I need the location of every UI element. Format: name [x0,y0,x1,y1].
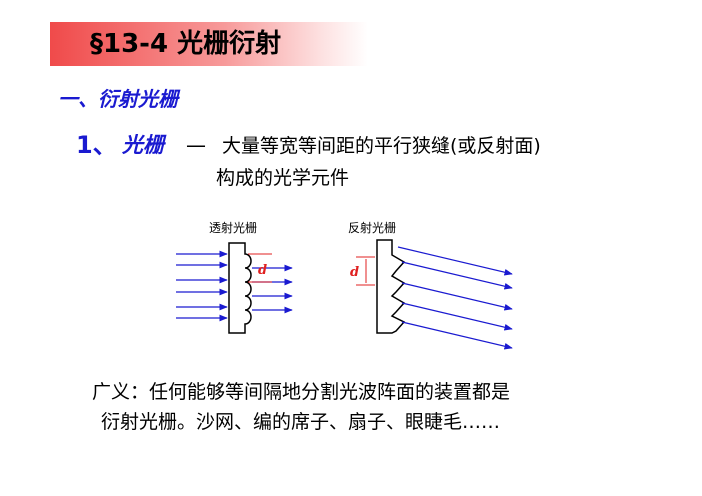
section-heading: 一、衍射光栅 [58,87,178,111]
summary-text-line2: 衍射光栅。沙网、编的席子、扇子、眼睫毛…… [101,411,501,433]
reflection-spacing-marker [356,256,375,286]
definition-text-line2: 构成的光学元件 [216,167,350,189]
definition-dash: — [186,133,206,157]
transmission-spacing-marker [248,253,272,283]
transmission-grating-label: 透射光栅 [209,220,257,235]
definition-text-line1: 大量等宽等间距的平行狭缝(或反射面) [222,135,541,157]
reflection-grating-plate [376,239,406,334]
transmission-spacing-symbol: d [258,263,267,278]
reflection-grating-label: 反射光栅 [348,220,396,235]
definition-term: 光栅 [122,133,164,157]
title-bar [50,22,368,66]
reflection-diffracted-arrows [397,246,513,350]
summary-text-line1: 广义：任何能够等间隔地分割光波阵面的装置都是 [92,381,511,403]
slide-title: §13-4 光栅衍射 [90,29,282,59]
transmission-grating-plate [228,242,252,334]
definition-number: 1、 [76,131,117,159]
transmission-incident-arrows [176,250,228,322]
reflection-spacing-symbol: d [350,265,359,280]
